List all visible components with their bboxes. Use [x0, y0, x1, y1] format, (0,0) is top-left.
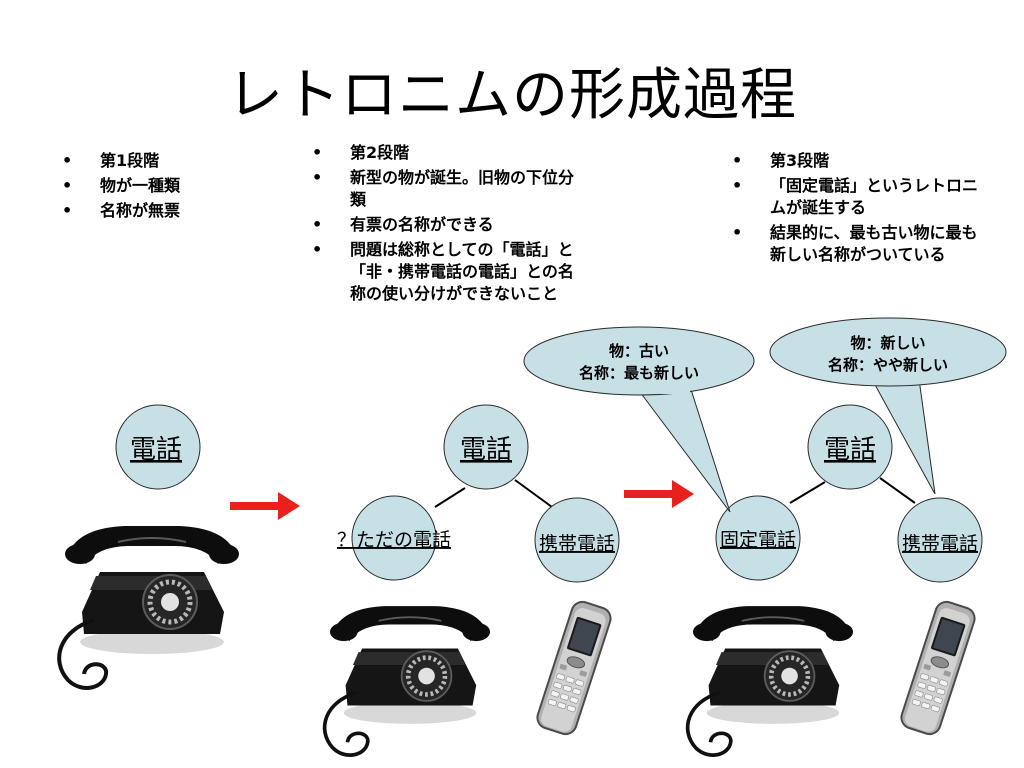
stage2-child-right-label: 携帯電話	[539, 533, 615, 555]
stage1-bullet: 第1段階	[62, 150, 282, 172]
right-arrow-icon	[624, 480, 694, 508]
rotary-phone-icon	[688, 606, 853, 755]
stage3-child-right-label: 携帯電話	[902, 533, 978, 555]
tree-connector-line	[789, 481, 826, 504]
stage3-child-left-node	[715, 495, 801, 581]
page-title: レトロニムの形成過程	[227, 63, 797, 128]
stage3-bullet: 第3段階	[732, 150, 990, 172]
stage1-bullet: 名称が無票	[62, 200, 282, 222]
stage3-bullet-list: 第3段階 「固定電話」というレトロニムが誕生する 結果的に、最も古い物に最も新し…	[732, 150, 990, 269]
stage2-bullet-list: 第2段階 新型の物が誕生。旧物の下位分類 有票の名称ができる 問題は総称としての…	[312, 142, 580, 308]
callout-bubble-new	[769, 317, 1007, 387]
stage3-child-right-node	[897, 497, 983, 583]
stage2-parent-label: 電話	[460, 435, 512, 465]
mobile-phone-icon	[897, 598, 979, 738]
tree-connector-line	[514, 479, 553, 508]
stage2-child-left-label: ？ただの電話	[337, 529, 451, 551]
right-arrow-icon	[230, 492, 300, 520]
stage3-child-left-label: 固定電話	[720, 529, 796, 551]
stage2-child-left-node	[351, 495, 437, 581]
callout-bubble-old	[523, 326, 755, 396]
stage1-parent-node	[115, 404, 201, 490]
tree-connector-line	[879, 477, 916, 504]
stage3-parent-label: 電話	[824, 435, 876, 465]
stage2-bullet: 有票の名称ができる	[312, 214, 580, 236]
tree-connector-line	[434, 487, 466, 508]
callout-new-line1: 物：新しい	[850, 334, 925, 352]
callout-old-line2: 名称：最も新しい	[579, 364, 699, 382]
stage3-bullet: 結果的に、最も古い物に最も新しい名称がついている	[732, 222, 990, 266]
callout-new-line2: 名称：やや新しい	[828, 356, 948, 374]
stage2-child-right-node	[534, 497, 620, 583]
stage2-bullet: 新型の物が誕生。旧物の下位分類	[312, 167, 580, 211]
stage2-bullet: 問題は総称としての「電話」と「非・携帯電話の電話」との名称の使い分けができないこ…	[312, 239, 580, 305]
mobile-phone-icon	[533, 598, 615, 738]
stage3-parent-node	[807, 404, 893, 490]
stage2-parent-node	[443, 404, 529, 490]
stage3-bullet: 「固定電話」というレトロニムが誕生する	[732, 175, 990, 219]
stage2-bullet: 第2段階	[312, 142, 580, 164]
callout-old-line1: 物：古い	[609, 342, 669, 360]
rotary-phone-icon	[325, 606, 490, 755]
stage1-parent-label: 電話	[130, 435, 182, 465]
stage1-bullet-list: 第1段階 物が一種類 名称が無票	[62, 150, 282, 225]
rotary-phone-icon	[59, 526, 239, 688]
stage1-bullet: 物が一種類	[62, 175, 282, 197]
